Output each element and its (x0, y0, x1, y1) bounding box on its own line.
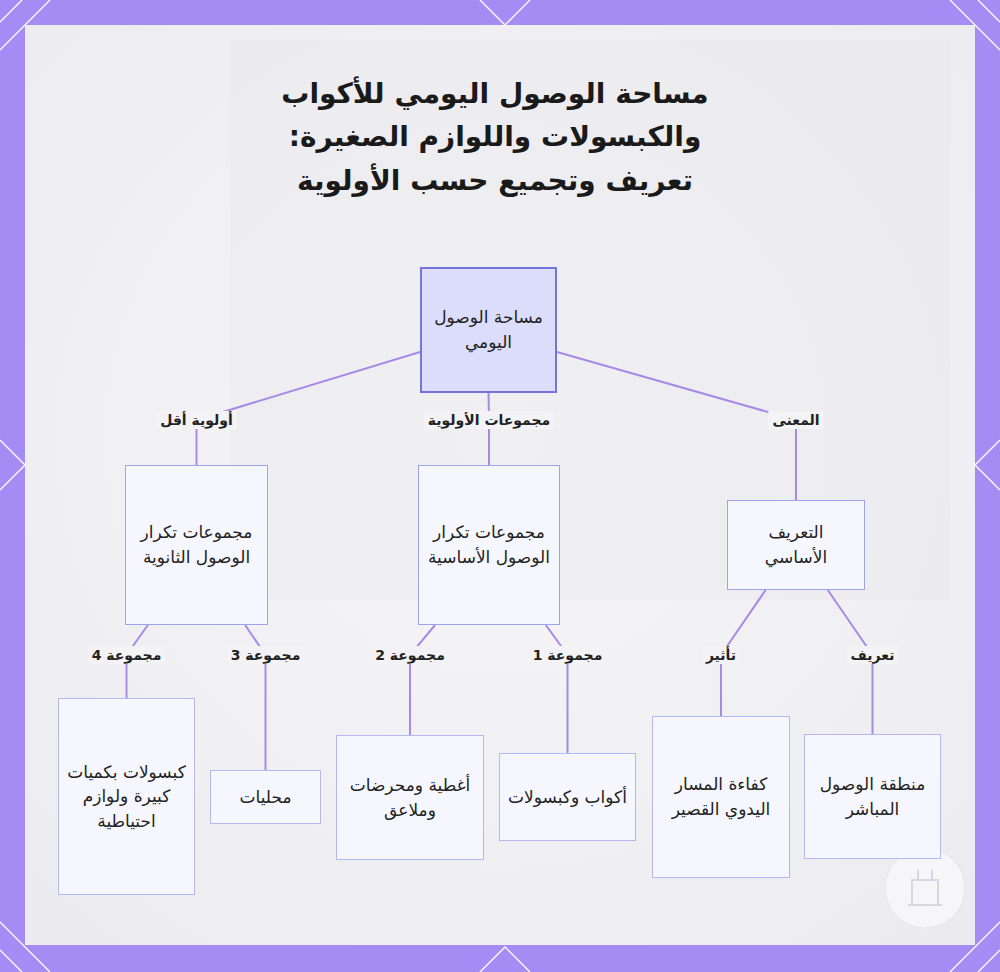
leaf-box: منطقة الوصول المباشر (804, 734, 941, 859)
connector-line (557, 352, 796, 500)
connector-line (197, 352, 421, 465)
leaf-box: أكواب وكبسولات (499, 753, 636, 841)
node-label: التعريف الأساسي (736, 520, 856, 569)
logo-mark (885, 848, 965, 928)
category-box: مجموعات تكرار الوصول الثانوية (125, 465, 268, 625)
root-box: مساحة الوصول اليومي (420, 267, 557, 393)
edge-label: تأثير (702, 646, 740, 664)
node-label: محليات (239, 785, 291, 810)
edge-label: مجموعة 3 (227, 646, 305, 664)
diagram-title: مساحة الوصول اليومي للأكواب والكبسولات و… (245, 72, 745, 202)
node-label: أكواب وكبسولات (508, 785, 627, 810)
node-label: أغطية ومحرضات وملاعق (345, 773, 475, 822)
edge-label: أولوية أقل (156, 411, 237, 429)
connector-line (546, 625, 568, 753)
category-box: التعريف الأساسي (727, 500, 865, 590)
leaf-box: أغطية ومحرضات وملاعق (336, 735, 484, 860)
connector-line (410, 625, 435, 735)
node-label: منطقة الوصول المباشر (813, 772, 932, 821)
blurred-photo (230, 40, 950, 600)
edge-label: مجموعات الأولوية (424, 411, 554, 429)
leaf-box: كبسولات بكميات كبيرة ولوازم احتياطية (58, 698, 195, 895)
panel (25, 25, 975, 945)
node-label: مجموعات تكرار الوصول الثانوية (134, 520, 259, 569)
node-label: مجموعات تكرار الوصول الأساسية (427, 520, 551, 569)
node-label: كفاءة المسار اليدوي القصير (661, 772, 781, 821)
category-box: مجموعات تكرار الوصول الأساسية (418, 465, 560, 625)
leaf-box: كفاءة المسار اليدوي القصير (652, 716, 790, 878)
edge-label: مجموعة 4 (88, 646, 166, 664)
node-label: كبسولات بكميات كبيرة ولوازم احتياطية (67, 760, 186, 834)
edge-label: المعنى (768, 411, 823, 429)
edge-label: مجموعة 2 (371, 646, 449, 664)
node-label: مساحة الوصول اليومي (430, 305, 547, 354)
edge-label: مجموعة 1 (529, 646, 607, 664)
connector-line (488, 393, 491, 465)
edge-label: تعريف (847, 646, 899, 664)
leaf-box: محليات (210, 770, 321, 824)
